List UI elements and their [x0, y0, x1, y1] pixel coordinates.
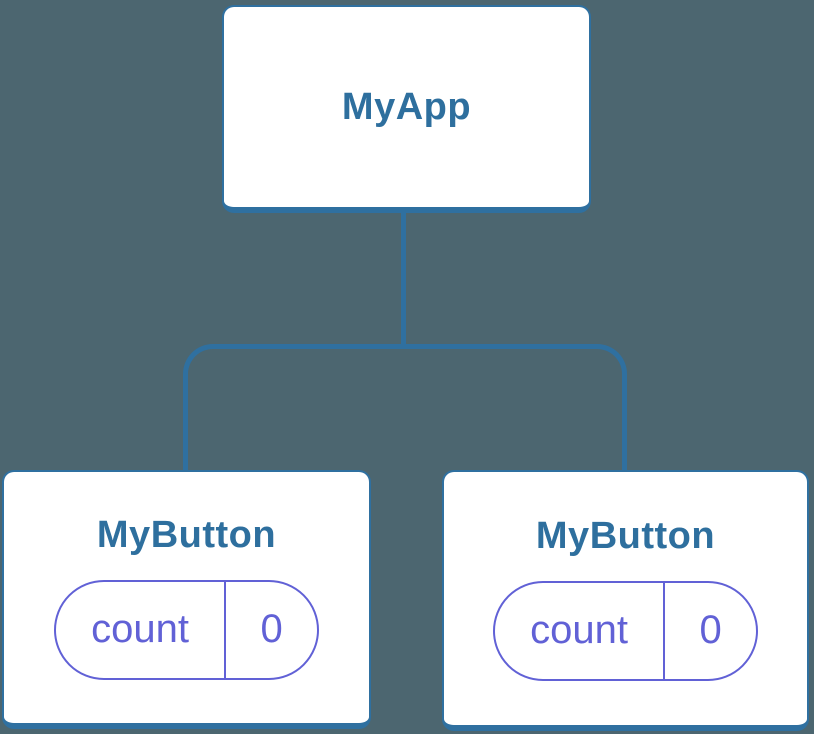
- child-node-left-label: MyButton: [96, 513, 277, 556]
- branch-connector: [183, 344, 627, 474]
- state-value: 0: [260, 607, 283, 651]
- connector-line: [401, 210, 406, 346]
- child-node-right: MyButton count 0: [442, 470, 809, 731]
- state-pill-left: count 0: [54, 579, 319, 680]
- root-node-label: MyApp: [341, 86, 472, 128]
- state-pill-right: count 0: [493, 580, 758, 681]
- state-value: 0: [699, 608, 722, 652]
- root-node: MyApp: [222, 5, 591, 213]
- state-label: count: [495, 582, 666, 679]
- child-node-right-label: MyButton: [535, 514, 716, 557]
- child-node-left: MyButton count 0: [2, 470, 371, 729]
- state-label: count: [56, 581, 227, 678]
